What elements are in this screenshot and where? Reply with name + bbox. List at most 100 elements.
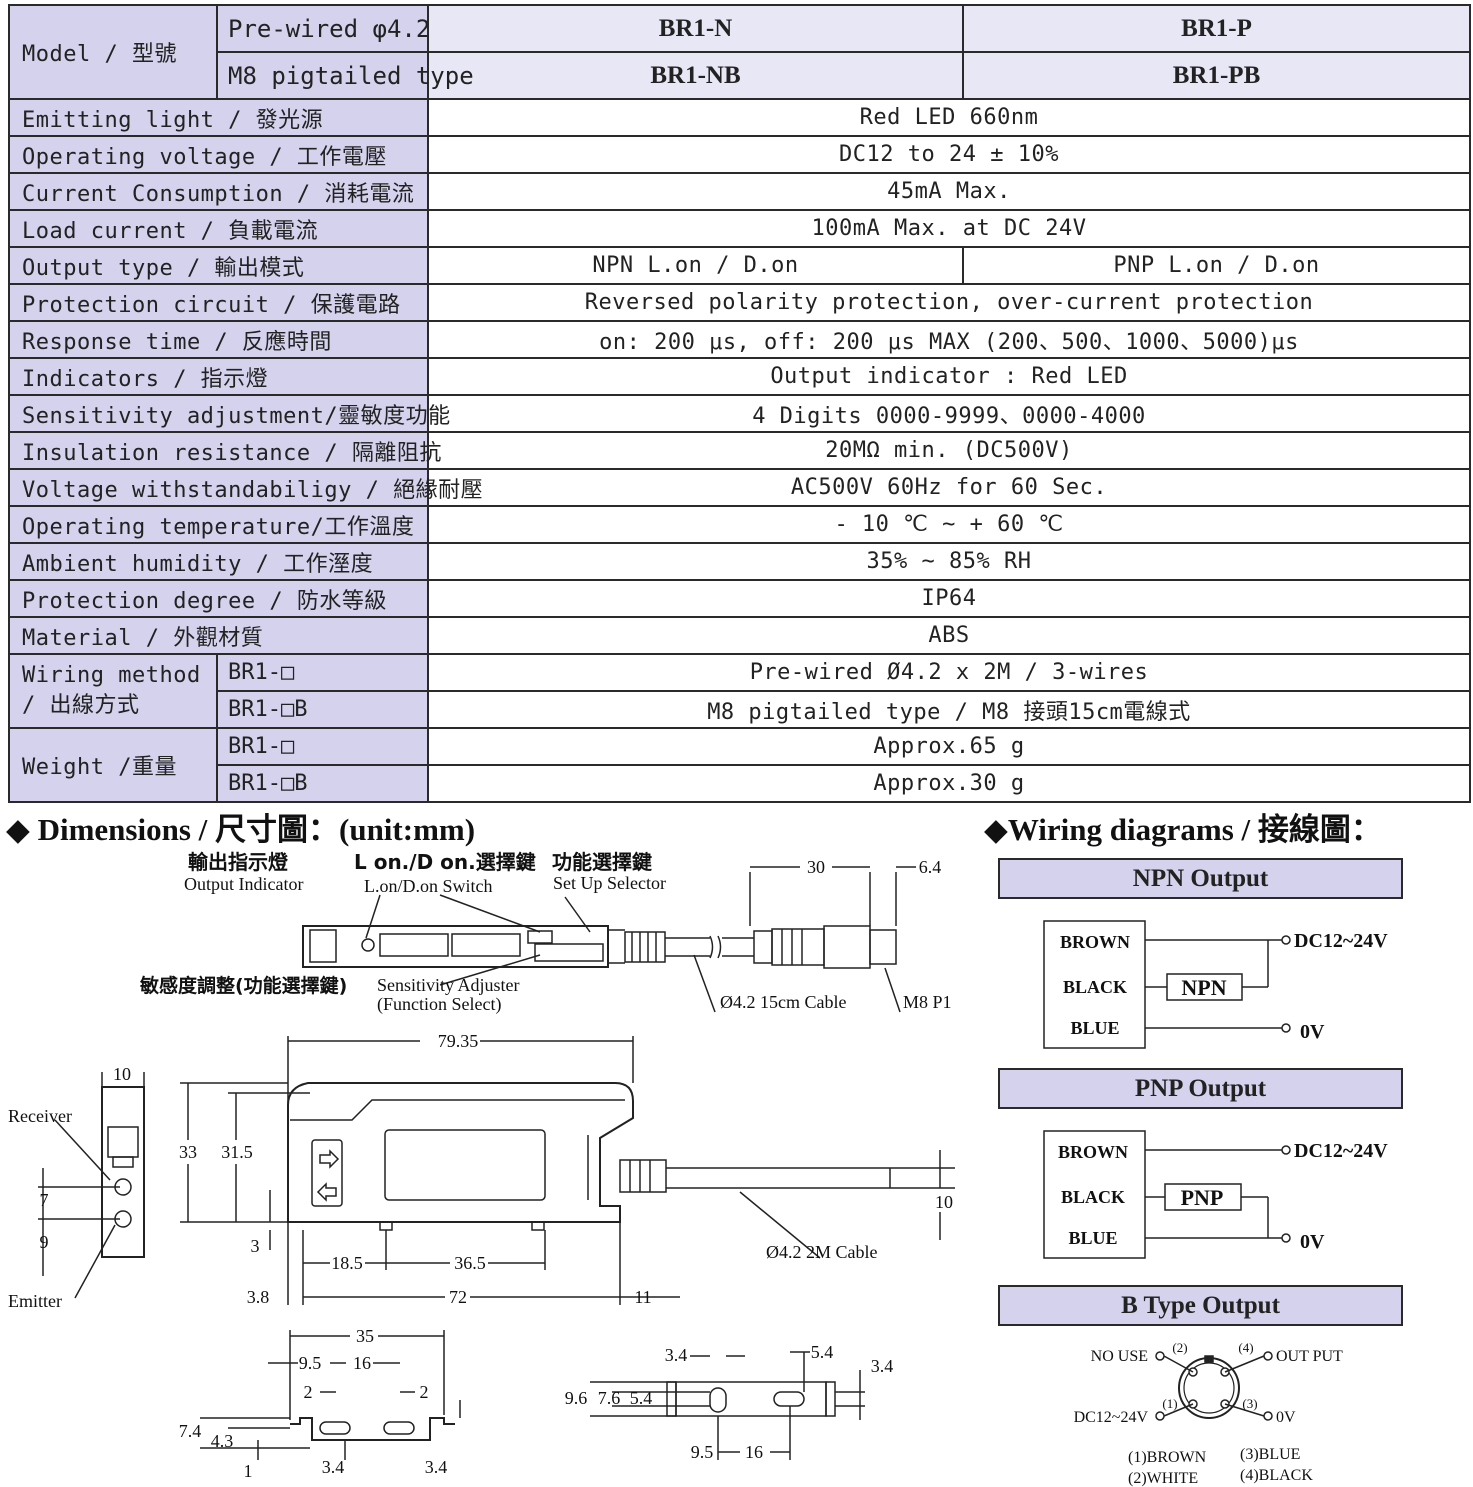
wiring-label: Wiring method / 出線方式 <box>8 653 218 729</box>
output-indicator-en: Output Indicator <box>184 874 303 894</box>
row-label: Operating temperature/工作溫度 <box>8 505 429 544</box>
dim-2-right: 2 <box>420 1382 429 1402</box>
npn-brown-label: BROWN <box>1060 932 1130 952</box>
npn-wiring-diagram <box>1043 920 1291 1049</box>
m8-connector-diagram <box>1155 1351 1273 1421</box>
row-label: Protection degree / 防水等級 <box>8 579 429 618</box>
row-sensitivity: Sensitivity adjustment/靈敏度功能 4 Digits 00… <box>8 394 1471 433</box>
npn-black-label: BLACK <box>1063 977 1127 997</box>
pnp-black-label: BLACK <box>1061 1187 1125 1207</box>
dim-10-end: 10 <box>113 1064 131 1084</box>
cable-2m-label: Ø4.2 2M Cable <box>766 1242 878 1262</box>
row-value: 45mA Max. <box>427 172 1471 211</box>
row-label: Response time / 反應時間 <box>8 320 429 359</box>
dim-5-4-a: 5.4 <box>811 1342 834 1362</box>
dim-3-4-a: 3.4 <box>322 1457 345 1477</box>
row-label: Sensitivity adjustment/靈敏度功能 <box>8 394 450 433</box>
dim-7: 7 <box>40 1190 49 1210</box>
dim-3-4-d: 3.4 <box>871 1356 894 1376</box>
row-emitting-light: Emitting light / 發光源 Red LED 660nm <box>8 98 1471 137</box>
pnp-dc-label: DC12~24V <box>1294 1140 1388 1162</box>
row-response-time: Response time / 反應時間 on: 200 μs, off: 20… <box>8 320 1471 359</box>
sens-adjust-zh: 敏感度調整(功能選擇鍵) <box>139 974 347 997</box>
cable-15cm-label: Ø4.2 15cm Cable <box>720 992 846 1012</box>
row-operating-temperature: Operating temperature/工作溫度 - 10 ℃ ~ + 60… <box>8 505 1471 544</box>
wiring-a-sub: BR1-□ <box>216 653 429 692</box>
dim-3-8: 3.8 <box>247 1287 270 1307</box>
row-value: IP64 <box>427 579 1471 618</box>
npn-transistor-label: NPN <box>1181 975 1226 1000</box>
pin-1-label: (1) <box>1162 1396 1177 1411</box>
weight-b-value: Approx.30 g <box>427 764 1471 803</box>
lon-switch-en: L.on/D.on Switch <box>364 876 493 896</box>
model-br1-pb: BR1-PB <box>962 51 1471 100</box>
row-value: AC500V 60Hz for 60 Sec. <box>427 468 1471 507</box>
m8-label: M8 pigtailed type <box>216 51 474 100</box>
dim-30: 30 <box>807 857 825 877</box>
dim-2-left: 2 <box>304 1382 313 1402</box>
row-label: Operating voltage / 工作電壓 <box>8 135 429 174</box>
lon-switch-zh: L on./D on.選擇鍵 <box>354 850 536 874</box>
row-value: 4 Digits 0000-9999、0000-4000 <box>427 394 1471 433</box>
weight-a-value: Approx.65 g <box>427 727 1471 766</box>
wiring-heading: ◆Wiring diagrams / 接線圖： <box>984 812 1382 847</box>
dim-1: 1 <box>244 1461 253 1481</box>
no-use-label: NO USE <box>1091 1348 1148 1365</box>
row-value: 100mA Max. at DC 24V <box>427 209 1471 248</box>
emitter-label: Emitter <box>8 1291 62 1311</box>
dim-7-4: 7.4 <box>179 1421 202 1441</box>
out-put-label: OUT PUT <box>1276 1348 1343 1365</box>
row-weight-a: Weight /重量 BR1-□ Approx.65 g <box>8 727 1471 803</box>
row-value: ABS <box>427 616 1471 655</box>
output-indicator-zh: 輸出指示燈 <box>188 850 289 874</box>
dim-5-4-b: 5.4 <box>630 1388 653 1408</box>
row-material: Material / 外觀材質 ABS <box>8 616 1471 655</box>
row-value-pnp: PNP L.on / D.on <box>962 246 1471 285</box>
pnp-0v-label: 0V <box>1300 1231 1325 1253</box>
weight-label: Weight /重量 <box>8 727 218 803</box>
npn-dc-label: DC12~24V <box>1294 930 1388 952</box>
dim-33: 33 <box>179 1142 197 1162</box>
dim-9-6: 9.6 <box>565 1388 588 1408</box>
row-indicators: Indicators / 指示燈 Output indicator : Red … <box>8 357 1471 396</box>
row-value: 35% ~ 85% RH <box>427 542 1471 581</box>
dim-31-5: 31.5 <box>221 1142 253 1162</box>
pnp-wiring-diagram <box>1043 1130 1291 1259</box>
dim-4-3: 4.3 <box>211 1431 234 1451</box>
row-voltage-withstand: Voltage withstandabiligy / 絕緣耐壓 AC500V 6… <box>8 468 1471 507</box>
pin-0v-label: 0V <box>1276 1409 1296 1426</box>
model-label: Model / 型號 <box>8 4 218 100</box>
dim-35: 35 <box>356 1326 374 1346</box>
row-value: Reversed polarity protection, over-curre… <box>427 283 1471 322</box>
dim-16-bracket: 16 <box>353 1353 371 1373</box>
dim-7-6: 7.6 <box>598 1388 621 1408</box>
dim-36-5: 36.5 <box>454 1253 486 1273</box>
m8-p1-label: M8 P1 <box>903 992 952 1012</box>
dim-9-5-bracket: 9.5 <box>299 1353 322 1373</box>
row-label: Material / 外觀材質 <box>8 616 429 655</box>
spec-table: Model / 型號 Pre-wired φ4.2 BR1-N BR1-P M8… <box>8 4 1471 803</box>
row-label: Protection circuit / 保護電路 <box>8 283 429 322</box>
model-br1-p: BR1-P <box>962 4 1471 53</box>
model-br1-n: BR1-N <box>427 4 964 53</box>
mounting-plate-drawing <box>590 1351 865 1460</box>
wiring-b-sub: BR1-□B <box>216 690 429 729</box>
row-wiring-a: Wiring method / 出線方式 BR1-□ Pre-wired Ø4.… <box>8 653 1471 729</box>
row-operating-voltage: Operating voltage / 工作電壓 DC12 to 24 ± 10… <box>8 135 1471 174</box>
row-label: Emitting light / 發光源 <box>8 98 429 137</box>
row-output-type: Output type / 輸出模式 NPN L.on / D.on PNP L… <box>8 246 1471 285</box>
dim-3: 3 <box>251 1236 260 1256</box>
row-label: Current Consumption / 消耗電流 <box>8 172 429 211</box>
row-value: 20MΩ min. (DC500V) <box>427 431 1471 470</box>
pnp-output-title: PNP Output <box>998 1068 1403 1109</box>
row-ambient-humidity: Ambient humidity / 工作溼度 35% ~ 85% RH <box>8 542 1471 581</box>
row-protection-degree: Protection degree / 防水等級 IP64 <box>8 579 1471 618</box>
wiring-b-value: M8 pigtailed type / M8 接頭15cm電線式 <box>427 690 1471 729</box>
top-view-drawing <box>302 866 916 1013</box>
dim-9: 9 <box>40 1232 49 1252</box>
dim-16-plate: 16 <box>745 1442 763 1462</box>
row-current-consumption: Current Consumption / 消耗電流 45mA Max. <box>8 172 1471 211</box>
legend-blue: (3)BLUE <box>1240 1446 1300 1463</box>
row-label: Output type / 輸出模式 <box>8 246 429 285</box>
